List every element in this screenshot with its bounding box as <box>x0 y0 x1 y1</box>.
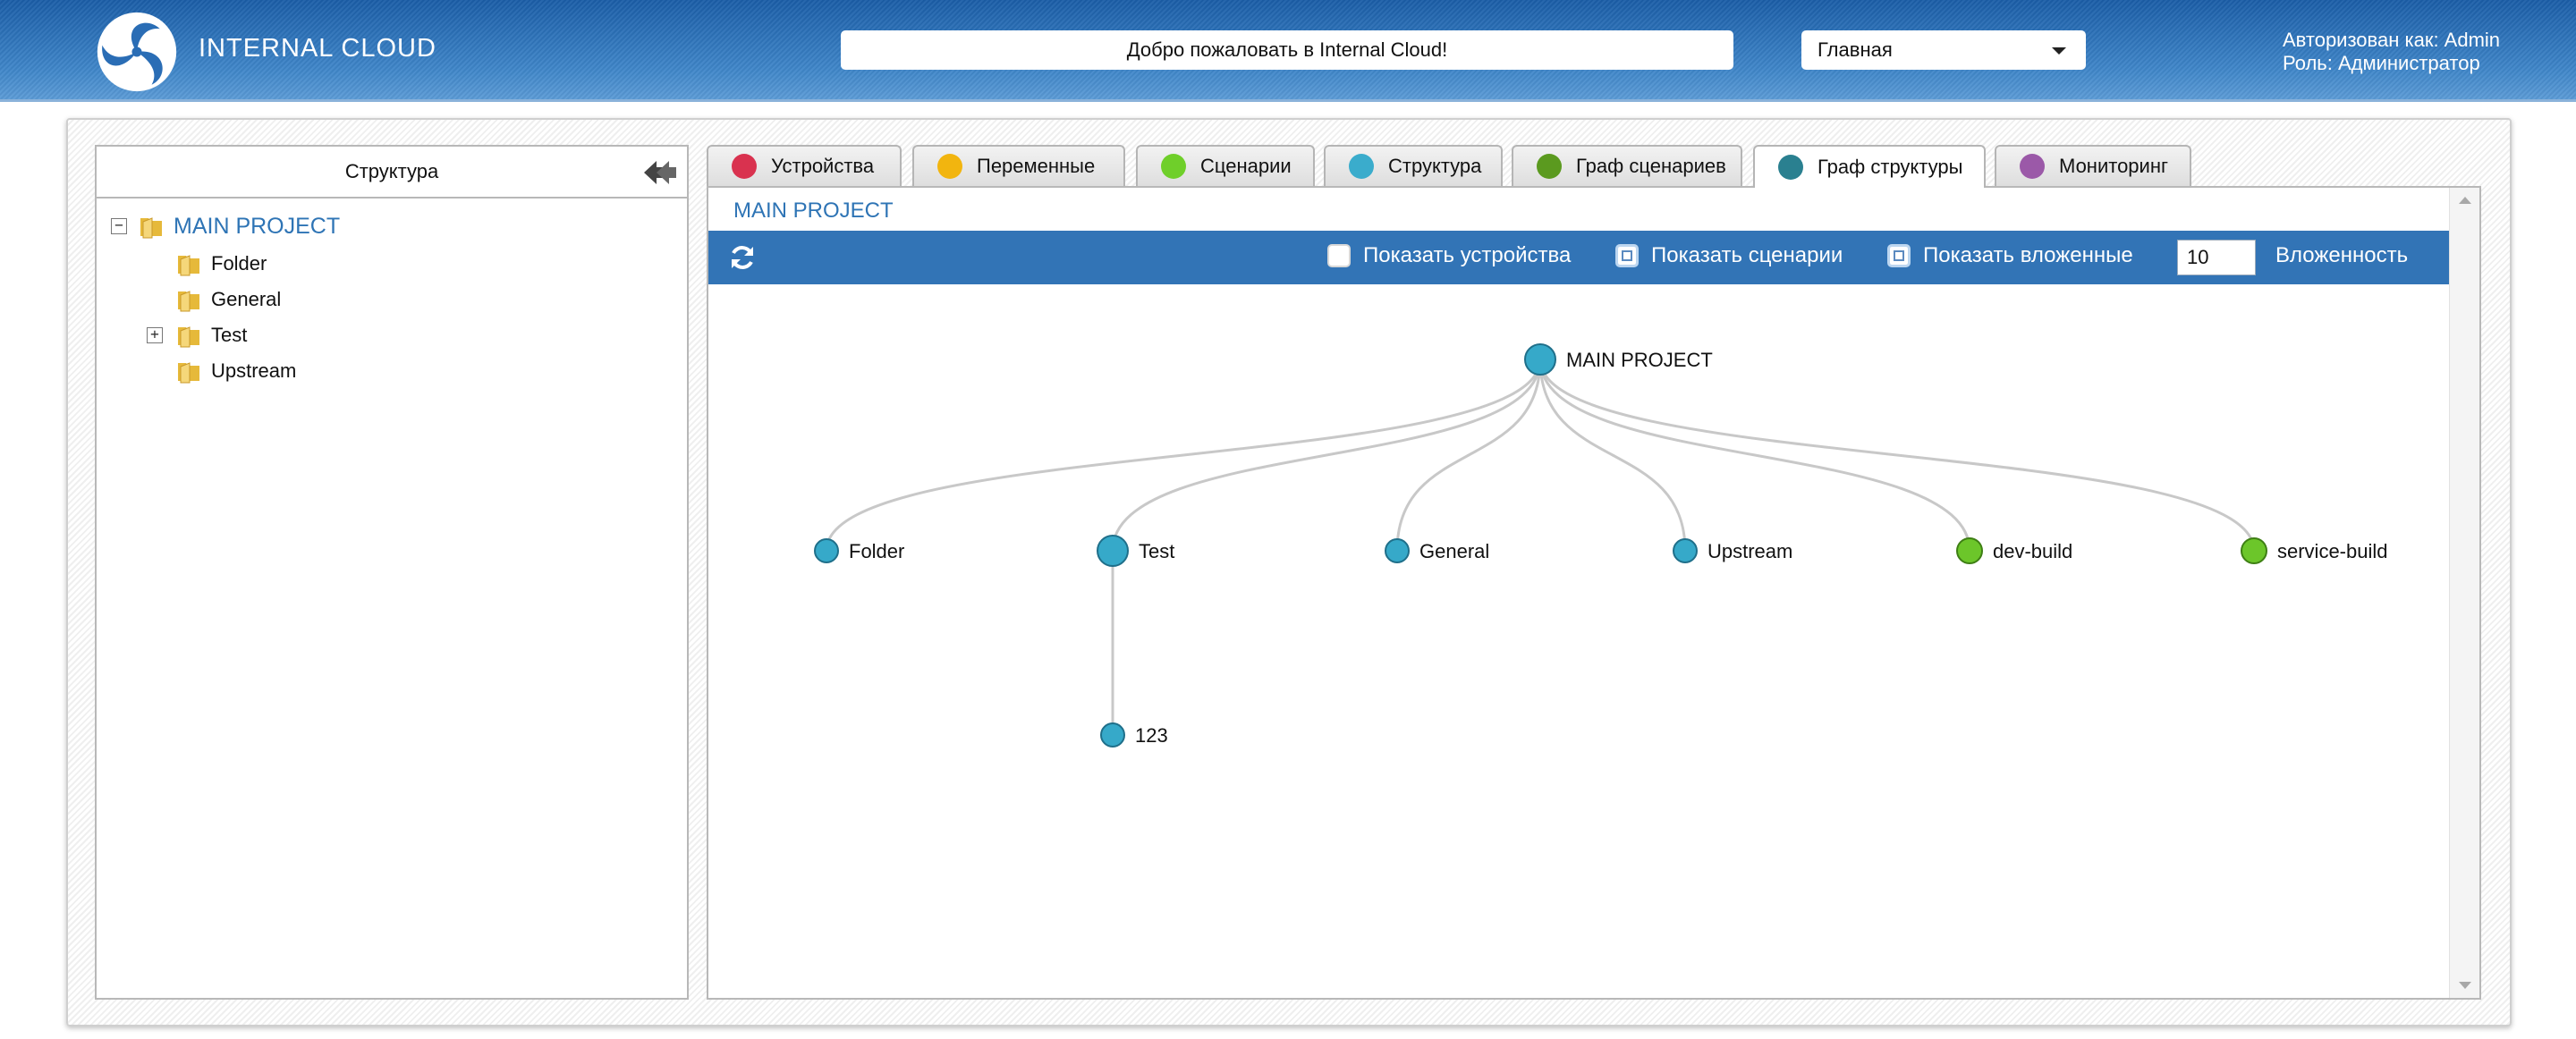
show-scenarios-checkbox[interactable]: Показать сценарии <box>1615 243 1843 268</box>
graph-edge-root-general <box>1395 359 1542 552</box>
graph-node-label-servicebuild: service-build <box>2277 540 2388 562</box>
tab-label: Структура <box>1388 155 1482 177</box>
refresh-icon[interactable] <box>728 243 757 272</box>
graph-node-label-devbuild: dev-build <box>1993 540 2072 562</box>
graph-node-label-general: General <box>1419 540 1489 562</box>
logo-icon <box>97 12 177 92</box>
folder-icon <box>178 362 199 384</box>
graph-node-n123[interactable] <box>1100 722 1125 748</box>
dark-teal-dot-icon <box>1778 155 1803 180</box>
folder-icon <box>178 255 199 276</box>
graph-node-servicebuild[interactable] <box>2241 537 2267 564</box>
tab-label: Сценарии <box>1200 155 1292 177</box>
graph-node-label-root: MAIN PROJECT <box>1566 349 1713 371</box>
teal-dot-icon <box>1349 154 1374 179</box>
tab-structure[interactable]: Структура <box>1324 145 1503 186</box>
show-devices-checkbox[interactable]: Показать устройства <box>1327 243 1571 268</box>
tree-expand-toggle[interactable]: + <box>147 327 163 343</box>
nav-selected-label: Главная <box>1818 38 1893 61</box>
tree-item-label: Folder <box>211 252 267 275</box>
tab-label: Граф сценариев <box>1576 155 1726 177</box>
checkbox-box[interactable] <box>1615 244 1639 267</box>
app-header: INTERNAL CLOUD Добро пожаловать в Intern… <box>0 0 2576 102</box>
graph-edge-root-upstream <box>1538 359 1687 552</box>
folder-icon <box>178 291 199 312</box>
content-title: MAIN PROJECT <box>733 199 894 223</box>
structure-panel: Структура − MAIN PROJECT Folder General … <box>95 145 689 1000</box>
tab-label: Мониторинг <box>2059 155 2169 177</box>
scroll-down-arrow-icon[interactable] <box>2459 982 2471 989</box>
yellow-dot-icon <box>937 154 962 179</box>
graph-node-general[interactable] <box>1385 538 1410 563</box>
tab-devices[interactable]: Устройства <box>707 145 902 186</box>
purple-dot-icon <box>2020 154 2045 179</box>
tab-monitoring[interactable]: Мониторинг <box>1995 145 2191 186</box>
user-info: Авторизован как: Admin Роль: Администрат… <box>2283 29 2500 75</box>
structure-panel-header: Структура <box>97 147 687 199</box>
structure-graph-panel: MAIN PROJECT Показать устройства Показат… <box>707 186 2481 1000</box>
show-nested-checkbox[interactable]: Показать вложенные <box>1887 243 2133 268</box>
tree-item-general[interactable]: General <box>175 286 281 313</box>
structure-graph: MAIN PROJECT Folder Test General Upstream dev… <box>814 343 2388 748</box>
depth-label: Вложенность <box>2275 243 2409 267</box>
structure-panel-title: Структура <box>344 160 439 182</box>
graph-edge-root-servicebuild <box>1538 359 2256 552</box>
graph-node-label-test: Test <box>1139 540 1174 562</box>
tree-collapse-toggle[interactable]: − <box>111 218 127 234</box>
tree-item-folder[interactable]: Folder <box>175 250 267 277</box>
green-dot-icon <box>1161 154 1186 179</box>
tree-item-upstream[interactable]: Upstream <box>175 358 296 384</box>
graph-node-test[interactable] <box>1097 535 1129 567</box>
vertical-scrollbar[interactable] <box>2449 188 2479 998</box>
red-dot-icon <box>732 154 757 179</box>
welcome-banner: Добро пожаловать в Internal Cloud! <box>841 30 1733 70</box>
tab-label: Устройства <box>771 155 875 177</box>
folder-icon <box>140 217 162 239</box>
graph-edge-root-test <box>1111 359 1542 552</box>
auth-role: Роль: Администратор <box>2283 52 2480 74</box>
tree-item-label: General <box>211 288 282 310</box>
logo-text: INTERNAL CLOUD <box>199 34 436 63</box>
tab-scenario-graph[interactable]: Граф сценариев <box>1512 145 1742 186</box>
graph-node-root[interactable] <box>1524 343 1556 376</box>
tab-variables[interactable]: Переменные <box>912 145 1125 186</box>
graph-node-devbuild[interactable] <box>1956 537 1983 564</box>
dark-green-dot-icon <box>1537 154 1562 179</box>
tree-item-label: Upstream <box>211 359 297 382</box>
tab-label: Переменные <box>977 155 1096 177</box>
graph-node-label-upstream: Upstream <box>1707 540 1792 562</box>
tab-structure-graph[interactable]: Граф структуры <box>1753 145 1986 188</box>
depth-input[interactable] <box>2177 240 2256 275</box>
main-nav-select[interactable]: Главная <box>1801 30 2086 70</box>
folder-icon <box>178 326 199 348</box>
tree-item-label: MAIN PROJECT <box>174 213 341 239</box>
tab-scenarios[interactable]: Сценарии <box>1136 145 1315 186</box>
checkbox-box[interactable] <box>1887 244 1911 267</box>
chevron-down-icon <box>2052 47 2066 55</box>
tab-label: Граф структуры <box>1818 156 1963 178</box>
graph-node-label-n123: 123 <box>1135 724 1168 747</box>
checkbox-label: Показать устройства <box>1363 243 1572 267</box>
checkbox-label: Показать вложенные <box>1923 243 2133 267</box>
graph-node-upstream[interactable] <box>1673 538 1698 563</box>
collapse-panel-icon[interactable] <box>639 157 678 188</box>
tree-item-test[interactable]: + Test <box>147 322 247 349</box>
graph-node-folder[interactable] <box>814 538 839 563</box>
auth-user: Авторизован как: Admin <box>2283 29 2501 51</box>
tree-item-main-project[interactable]: − MAIN PROJECT <box>111 213 340 240</box>
scroll-up-arrow-icon[interactable] <box>2459 197 2471 204</box>
graph-edge-root-folder <box>825 359 1542 552</box>
checkbox-box[interactable] <box>1327 244 1351 267</box>
graph-toolbar: Показать устройства Показать сценарии По… <box>708 231 2449 284</box>
graph-node-label-folder: Folder <box>849 540 904 562</box>
checkbox-label: Показать сценарии <box>1651 243 1843 267</box>
tree-item-label: Test <box>211 324 248 346</box>
graph-edge-root-devbuild <box>1538 359 1971 552</box>
